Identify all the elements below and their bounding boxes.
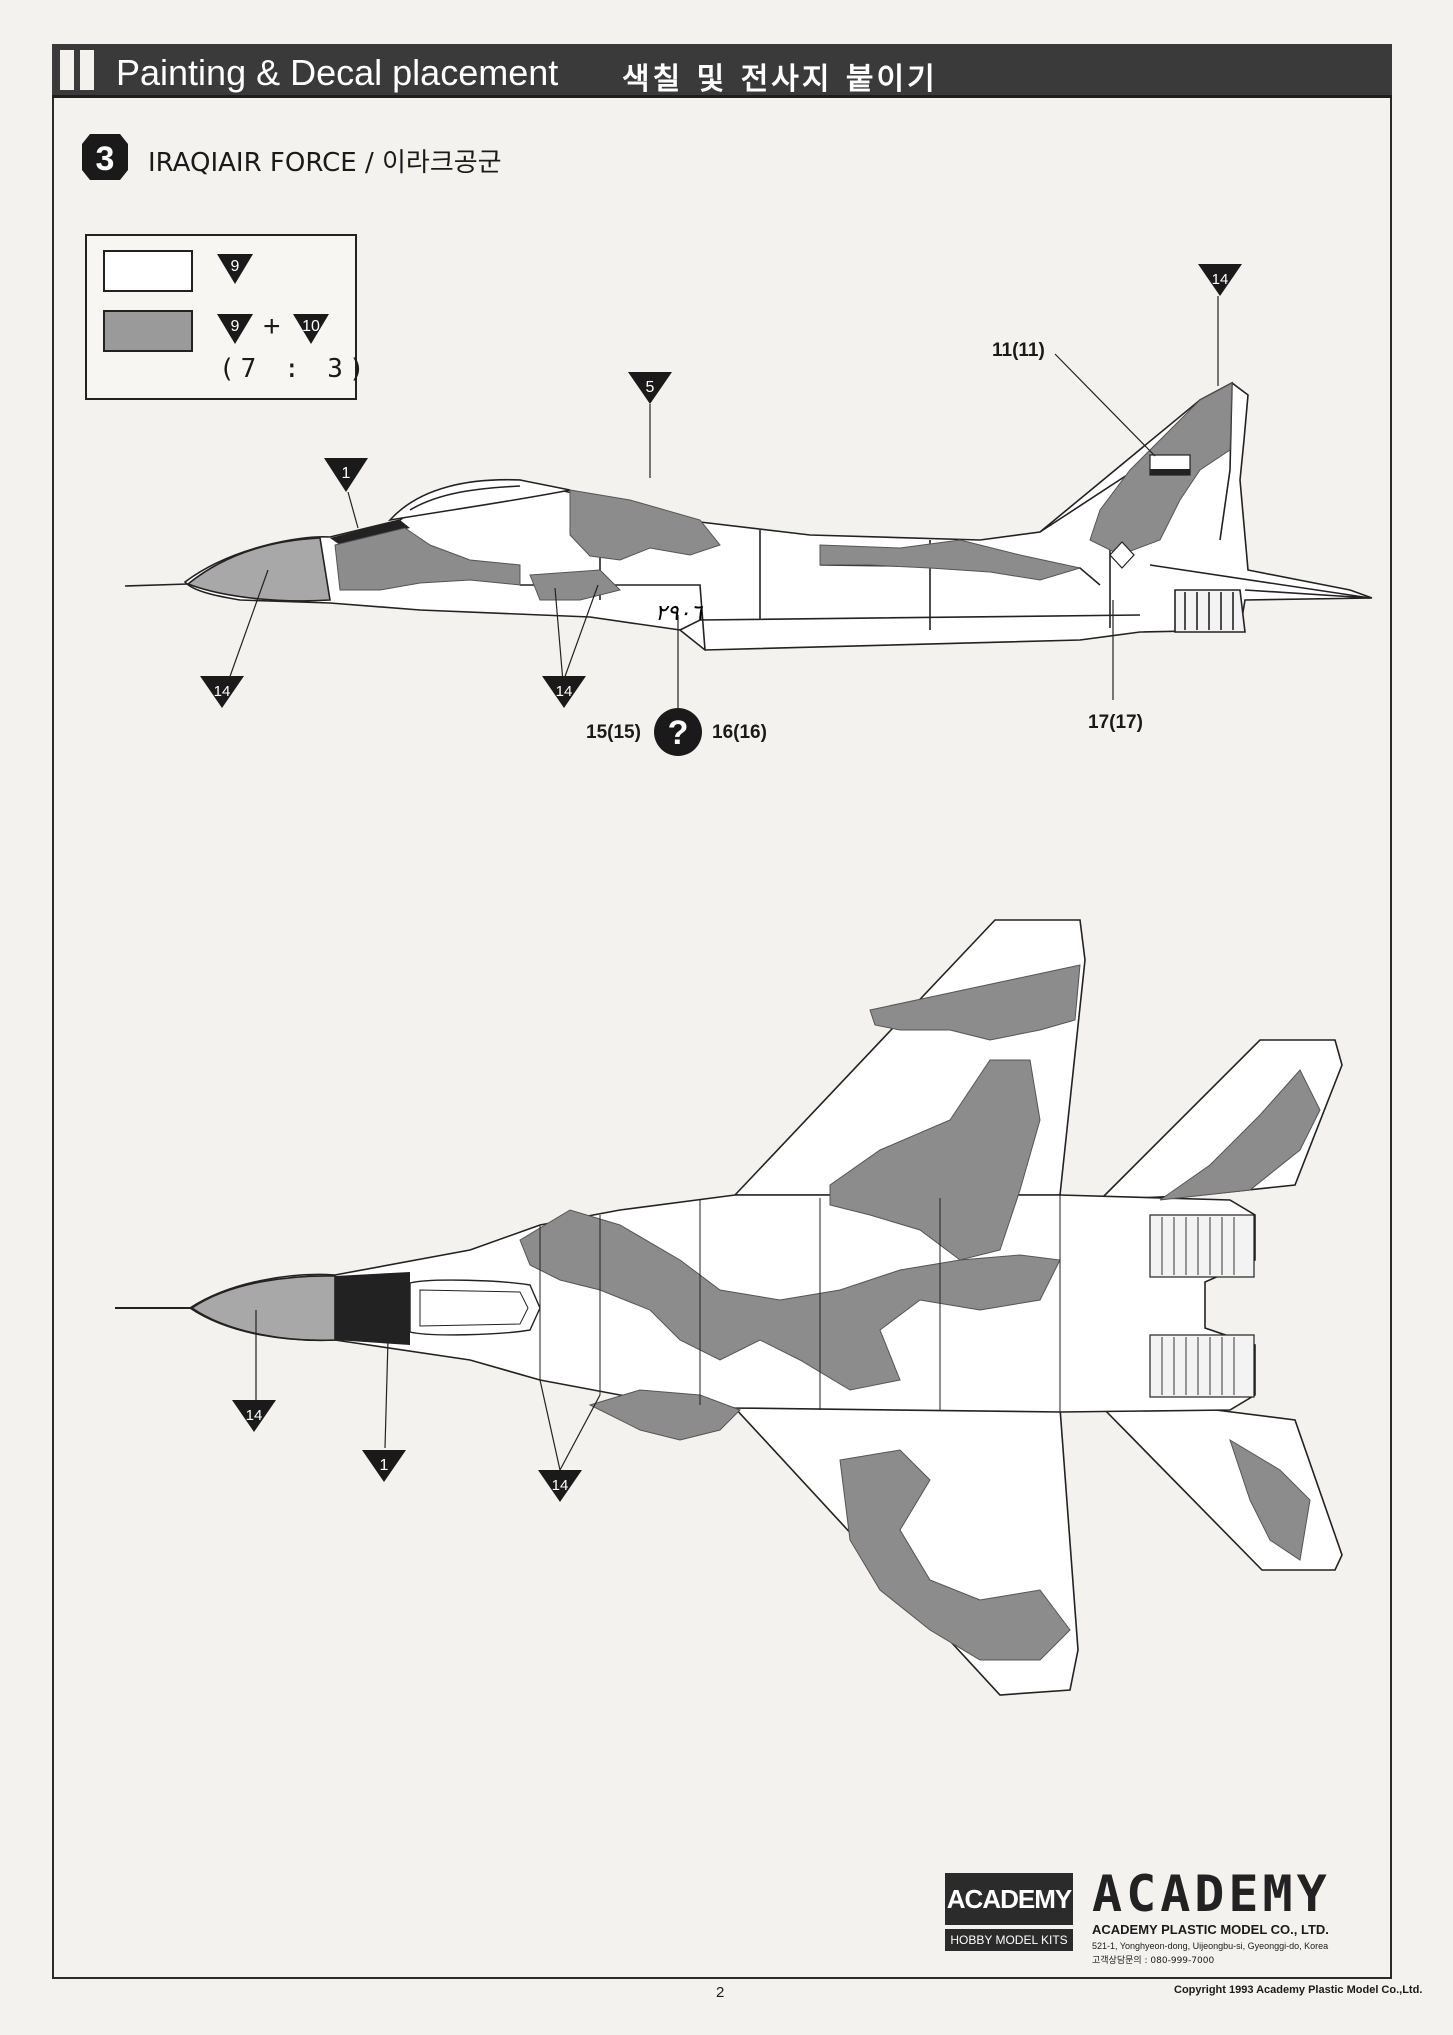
company-phone: 고객상담문의 : 080-999-7000 — [1092, 1956, 1215, 1966]
white-swatch — [103, 250, 193, 292]
svg-text:14: 14 — [1212, 271, 1229, 288]
callout-5: 5 — [628, 372, 672, 404]
decal-17-label: 17(17) — [1088, 712, 1143, 733]
nose-radome — [186, 537, 331, 602]
side-view-drawing: ٢٩٠٦ 14 5 1 14 14 ? — [124, 264, 1373, 756]
svg-text:14: 14 — [556, 683, 573, 700]
paint-triangle-icon: 10 — [293, 314, 329, 344]
grey-swatch — [103, 310, 193, 352]
callout-top-nose-14: 14 — [232, 1400, 276, 1432]
svg-text:14: 14 — [552, 1477, 569, 1494]
fuselage-serial-decal: ٢٩٠٦ — [655, 600, 703, 625]
svg-text:1: 1 — [342, 465, 351, 482]
page-number: 2 — [716, 1984, 725, 2001]
callout-nose-14: 14 — [200, 676, 244, 708]
grey-paint-number-b: 10 — [302, 318, 320, 335]
svg-text:5: 5 — [646, 379, 655, 396]
top-view-drawing: 14 1 14 — [115, 919, 1343, 1696]
company-address: 521-1, Yonghyeon-dong, Uijeongbu-si, Gye… — [1092, 1941, 1329, 1951]
callout-top-1: 1 — [362, 1450, 406, 1482]
decal-11-label: 11(11) — [992, 340, 1045, 361]
section-number-badge: 3 — [82, 134, 128, 180]
mix-ratio: (7 : 3) — [219, 354, 371, 384]
question-icon: ? — [654, 708, 702, 756]
academy-brand-wordmark: ACADEMY — [1092, 1865, 1331, 1923]
svg-text:?: ? — [668, 714, 689, 752]
academy-company-block: ACADEMY ACADEMY PLASTIC MODEL CO., LTD. … — [1092, 1868, 1372, 1966]
decal-15-label: 15(15) — [586, 722, 641, 743]
callout-1: 1 — [324, 458, 368, 492]
section-roman-numeral-icon — [60, 50, 104, 90]
header-title: Painting & Decal placement — [116, 52, 559, 93]
white-paint-number: 9 — [231, 258, 240, 275]
section-number: 3 — [96, 140, 115, 178]
academy-hobby-logo: ACADEMY HOBBY MODEL KITS — [945, 1873, 1073, 1951]
callout-top-wing-14: 14 — [538, 1470, 582, 1502]
paint-triangle-icon: 9 — [217, 254, 253, 284]
decal-16-label: 16(16) — [712, 722, 767, 743]
svg-text:14: 14 — [214, 683, 231, 700]
paint-triangle-icon: 9 — [217, 314, 253, 344]
grey-paint-number-a: 9 — [231, 318, 240, 335]
tail-diamond-decal — [1109, 541, 1135, 569]
logo-academy-text: ACADEMY — [945, 1873, 1073, 1925]
callout-intake-14: 14 — [542, 676, 586, 708]
company-name: ACADEMY PLASTIC MODEL CO., LTD. — [1092, 1922, 1329, 1937]
mix-plus: + — [263, 310, 281, 343]
header-title-korean: 색칠 및 전사지 붙이기 — [622, 62, 938, 97]
svg-text:1: 1 — [380, 1457, 389, 1474]
svg-text:14: 14 — [246, 1407, 263, 1424]
copyright: Copyright 1993 Academy Plastic Model Co.… — [1174, 1984, 1423, 1996]
logo-hobby-text: HOBBY MODEL KITS — [945, 1929, 1073, 1951]
callout-tail-14: 14 — [1198, 264, 1242, 296]
header-bar: Painting & Decal placement 색칠 및 전사지 붙이기 — [52, 44, 1392, 98]
color-legend: 9 9 + 10 (7 : 3) — [85, 234, 365, 400]
section-title: IRAQIAIR FORCE / 이라크공군 — [148, 148, 502, 178]
